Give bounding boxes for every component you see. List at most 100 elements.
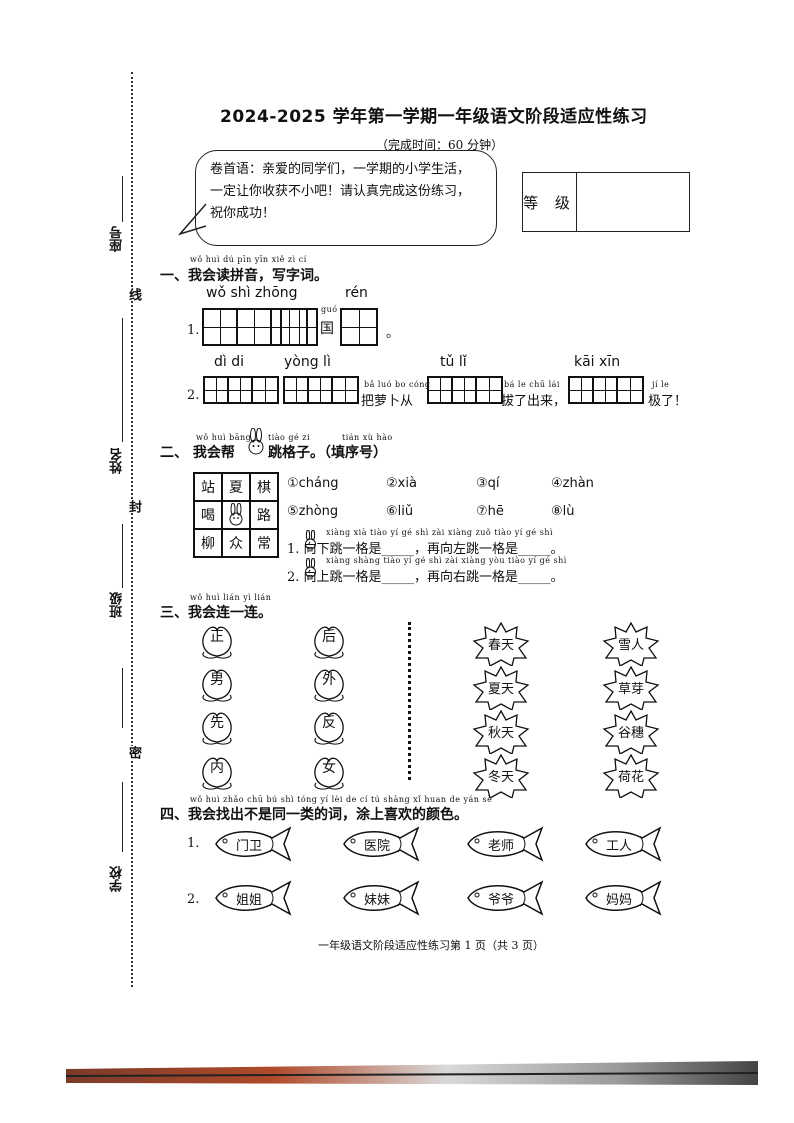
section2-pinyin-3: tián xù hào [342,433,393,442]
section1-title-pinyin: wǒ huì dú pīn yīn xiě zì cí [190,255,307,264]
seat-underline [122,176,123,222]
rabbit-icon [248,428,264,455]
fish-card[interactable]: 妹妹 [338,880,422,916]
page-title: 2024-2025 学年第一学期一年级语文阶段适应性练习 [220,107,648,127]
peach-card[interactable]: 后 [310,622,348,659]
binder-edge [66,1061,758,1085]
option-4: ④zhàn [551,476,594,491]
option-8: ⑧lù [551,504,575,519]
q1-guo-pinyin: guó [321,305,338,314]
peach-card[interactable]: 外 [310,665,348,702]
q1-pinyin-2: rén [345,285,368,301]
q1-guo: 国 [320,321,334,337]
class-label: 班级 [110,592,125,618]
fish-word: 姐姐 [235,893,262,908]
section4-pinyin: wǒ huì zhǎo chū bú shì tóng yí lèi de cí… [190,795,493,804]
peach-char: 外 [322,672,336,688]
fish-card[interactable]: 妈妈 [580,880,664,916]
star-card[interactable]: 春天 [472,622,530,667]
section4-title: 四、我会找出不是同一类的词，涂上喜欢的颜色。 [160,807,468,823]
fish-row2-number: 2. [187,892,200,907]
q2-grid-2[interactable] [283,376,359,404]
welcome-bubble: 卷首语：亲爱的同学们，一学期的小学生活，一定让你收获不小吧！请认真完成这份练习，… [195,150,497,246]
q2-text1: 把萝卜从 [361,394,414,409]
star-text: 雪人 [617,638,644,653]
fish-card[interactable]: 姐姐 [210,880,294,916]
peach-card[interactable]: 女 [310,753,348,790]
q2-text2: 拔了出来， [501,394,567,409]
hop-cell: 喝 [194,501,222,529]
star-card[interactable]: 冬天 [472,754,530,799]
binding-dotted-line [131,72,133,987]
fish-word: 门卫 [235,839,262,854]
fish-word: 工人 [605,839,632,854]
peach-card[interactable]: 内 [198,753,236,790]
q2-pinyin-2: yòng lì [284,354,331,370]
rabbit-icon [305,530,316,550]
q2-text3-pinyin: jí le [652,380,670,389]
fish-card[interactable]: 老师 [462,826,546,862]
fish-card[interactable]: 门卫 [210,826,294,862]
star-card[interactable]: 谷穗 [602,710,660,755]
star-card[interactable]: 秋天 [472,710,530,755]
peach-card[interactable]: 先 [198,708,236,745]
hop-cell-rabbit [222,501,250,529]
q2-number: 2. [187,388,200,403]
q2-grid-4[interactable] [568,376,644,404]
rabbit-icon [229,503,243,526]
peach-char: 反 [322,715,336,731]
q1-number: 1. [187,323,200,338]
peach-char: 男 [210,672,224,688]
peach-card[interactable]: 男 [198,665,236,702]
name-underline [122,318,123,442]
q2-pinyin-3: tǔ lǐ [440,354,467,370]
q2-text2-pinyin: bá le chū lái [504,380,560,389]
peach-card[interactable]: 正 [198,622,236,659]
hop-cell: 常 [250,529,278,557]
grade-box: 等 级 [522,172,690,232]
peach-card[interactable]: 反 [310,708,348,745]
fish-word: 老师 [487,839,514,854]
grade-field[interactable] [577,173,689,231]
q2-text3: 极了！ [648,394,688,409]
star-text: 夏天 [487,682,514,697]
seam-line-char: 线 [124,288,143,301]
hop-q2-pinyin: xiàng shàng tiào yí gé shì zài xiàng yòu… [326,556,567,565]
peach-char: 内 [210,760,224,776]
peach-char: 后 [322,629,336,645]
school-underline [122,782,123,852]
q2-grid-1[interactable] [203,376,279,404]
fish-card[interactable]: 医院 [338,826,422,862]
fish-card[interactable]: 工人 [580,826,664,862]
hop-cell: 柳 [194,529,222,557]
option-6: ⑥liǔ [386,504,414,519]
section2-pinyin-2: tiào gé zi [268,433,311,442]
school-label: 学校 [110,866,125,892]
q1-grid-2[interactable] [280,308,318,346]
fish-card[interactable]: 爷爷 [462,880,546,916]
q1-grid-3[interactable] [340,308,378,346]
fish-word: 妹妹 [363,893,390,908]
star-text: 草芽 [617,682,644,697]
star-text: 秋天 [487,726,514,741]
section2-title-a: 二、 我会帮 [160,445,235,461]
star-text: 荷花 [617,770,644,785]
star-card[interactable]: 夏天 [472,666,530,711]
hop-cell: 棋 [250,473,278,501]
q1-pinyin-1: wǒ shì zhōng [206,285,298,301]
option-2: ②xià [386,476,417,491]
fish-row1-number: 1. [187,836,200,851]
page-footer: 一年级语文阶段适应性练习第 1 页（共 3 页） [318,939,544,952]
star-card[interactable]: 草芽 [602,666,660,711]
hop-cell: 路 [250,501,278,529]
section3-pinyin: wǒ huì lián yì lián [190,593,272,602]
peach-char: 正 [210,629,224,645]
hop-q1: 1. 向下跳一格是_____，再向左跳一格是_____。 [287,542,564,557]
name-label: 姓名 [110,448,125,474]
star-card[interactable]: 雪人 [602,622,660,667]
q2-grid-3[interactable] [427,376,503,404]
section3-title: 三、我会连一连。 [160,605,272,621]
page-subtitle: （完成时间：60 分钟） [376,138,504,152]
star-card[interactable]: 荷花 [602,754,660,799]
star-text: 冬天 [487,770,514,785]
